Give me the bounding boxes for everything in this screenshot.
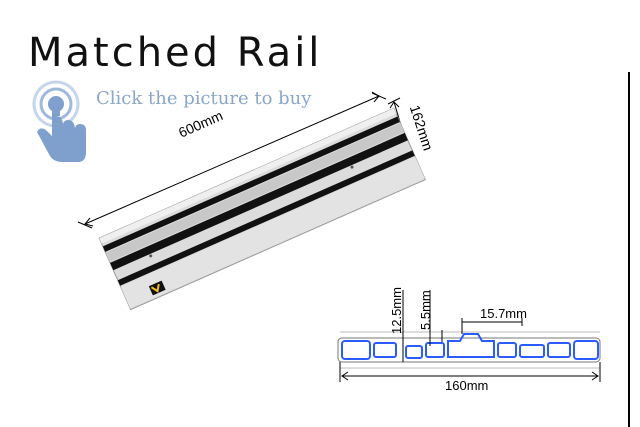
length-dimension-line	[77, 91, 387, 229]
page-title: Matched Rail	[28, 30, 323, 76]
profile-dim-a: 12.5mm	[389, 287, 404, 334]
profile-dim-c: 15.7mm	[480, 306, 527, 321]
profile-outline	[341, 333, 599, 360]
tap-hand-icon[interactable]	[22, 78, 92, 168]
profile-diagram	[337, 290, 601, 382]
profile-dim-b: 5.5mm	[418, 290, 433, 330]
right-border-line	[628, 72, 630, 427]
guide-rail	[98, 107, 426, 311]
profile-width-label: 160mm	[445, 378, 489, 393]
buy-link[interactable]: Click the picture to buy	[96, 88, 312, 109]
